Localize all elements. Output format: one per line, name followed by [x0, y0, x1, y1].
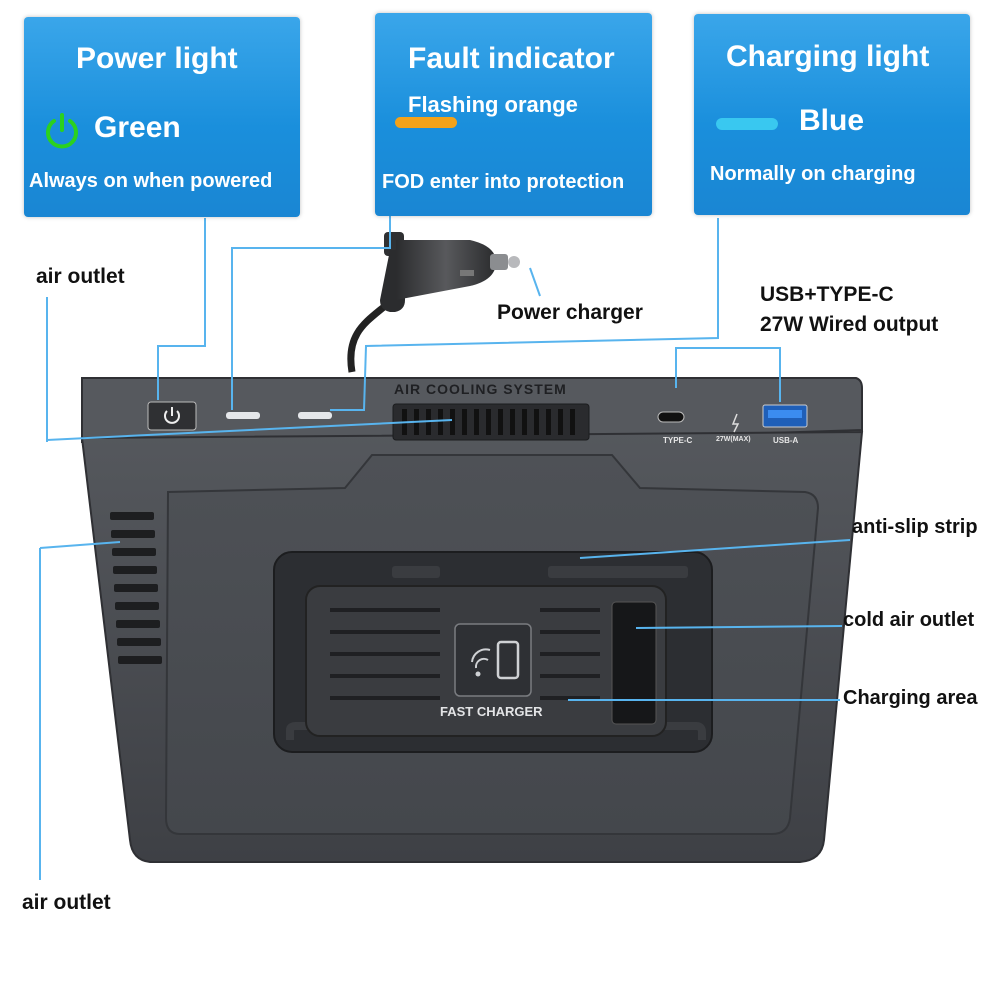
- label-air-outlet-bottom: air outlet: [22, 891, 111, 914]
- charge-blue-swatch: [716, 118, 778, 130]
- type-c-port: [657, 411, 685, 423]
- charging-light-color: Blue: [799, 104, 865, 137]
- charging-light-box: Charging light Blue Normally on charging: [694, 14, 970, 215]
- fault-indicator-title: Fault indicator: [408, 42, 615, 75]
- label-wired-output: 27W Wired output: [760, 313, 939, 336]
- power-light-box: Power light Green Always on when powered: [24, 17, 300, 217]
- led-indicator-1: [226, 412, 260, 419]
- fast-charger-text: FAST CHARGER: [440, 704, 543, 719]
- fault-orange-swatch: [395, 117, 457, 128]
- label-usb-type-c: USB+TYPE-C: [760, 283, 894, 306]
- air-cooling-text: AIR COOLING SYSTEM: [394, 381, 567, 397]
- label-charging-area: Charging area: [843, 687, 978, 709]
- charger-cable: [347, 297, 395, 373]
- wireless-charging-icon: [454, 623, 532, 697]
- power-light-description: Always on when powered: [29, 170, 273, 192]
- anti-slip-grooves: [330, 608, 600, 700]
- power-rating-label: 27W(MAX): [716, 436, 751, 443]
- label-anti-slip-strip: anti-slip strip: [852, 516, 978, 538]
- fault-indicator-description: FOD enter into protection: [382, 171, 625, 193]
- power-icon: [42, 111, 82, 151]
- charging-light-description: Normally on charging: [710, 163, 916, 185]
- cold-air-outlet: [611, 601, 657, 725]
- power-light-color: Green: [94, 111, 181, 144]
- label-power-charger: Power charger: [497, 301, 643, 324]
- led-indicator-2: [298, 412, 332, 419]
- fault-indicator-box: Fault indicator Flashing orange FOD ente…: [375, 13, 652, 216]
- label-cold-air-outlet: cold air outlet: [843, 609, 975, 631]
- label-air-outlet-top: air outlet: [36, 265, 125, 288]
- left-air-outlet: [110, 512, 162, 664]
- car-charger-plug: [380, 232, 520, 312]
- usb-a-label: USB-A: [773, 436, 799, 445]
- power-symbol-icon: [164, 410, 180, 424]
- power-light-title: Power light: [76, 42, 238, 75]
- lightning-icon: [731, 413, 740, 433]
- charging-light-title: Charging light: [726, 40, 930, 73]
- fault-indicator-color: Flashing orange: [408, 92, 578, 117]
- connector-lines: [39, 200, 851, 880]
- type-c-label: TYPE-C: [663, 436, 693, 445]
